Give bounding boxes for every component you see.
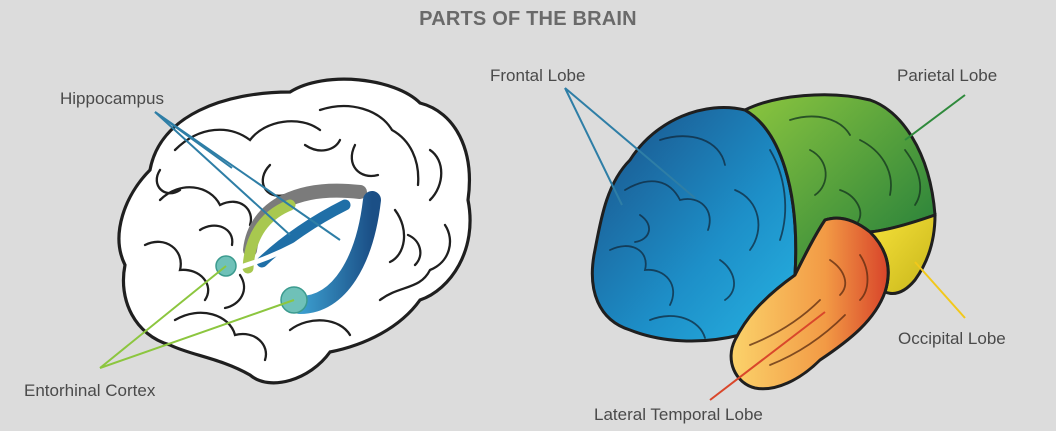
diagram-title: PARTS OF THE BRAIN: [0, 8, 1056, 31]
parietal-lobe-label: Parietal Lobe: [897, 67, 997, 84]
lateral-temporal-lobe-label: Lateral Temporal Lobe: [594, 406, 763, 423]
frontal-lobe-label: Frontal Lobe: [490, 67, 585, 84]
hippocampus-label: Hippocampus: [60, 90, 164, 107]
parietal-leader: [905, 95, 965, 140]
occipital-leader: [915, 262, 965, 318]
right-brain: [565, 88, 965, 400]
occipital-lobe-label: Occipital Lobe: [898, 330, 1006, 347]
entorhinal-cortex-label: Entorhinal Cortex: [24, 382, 155, 399]
left-brain: [100, 79, 470, 383]
